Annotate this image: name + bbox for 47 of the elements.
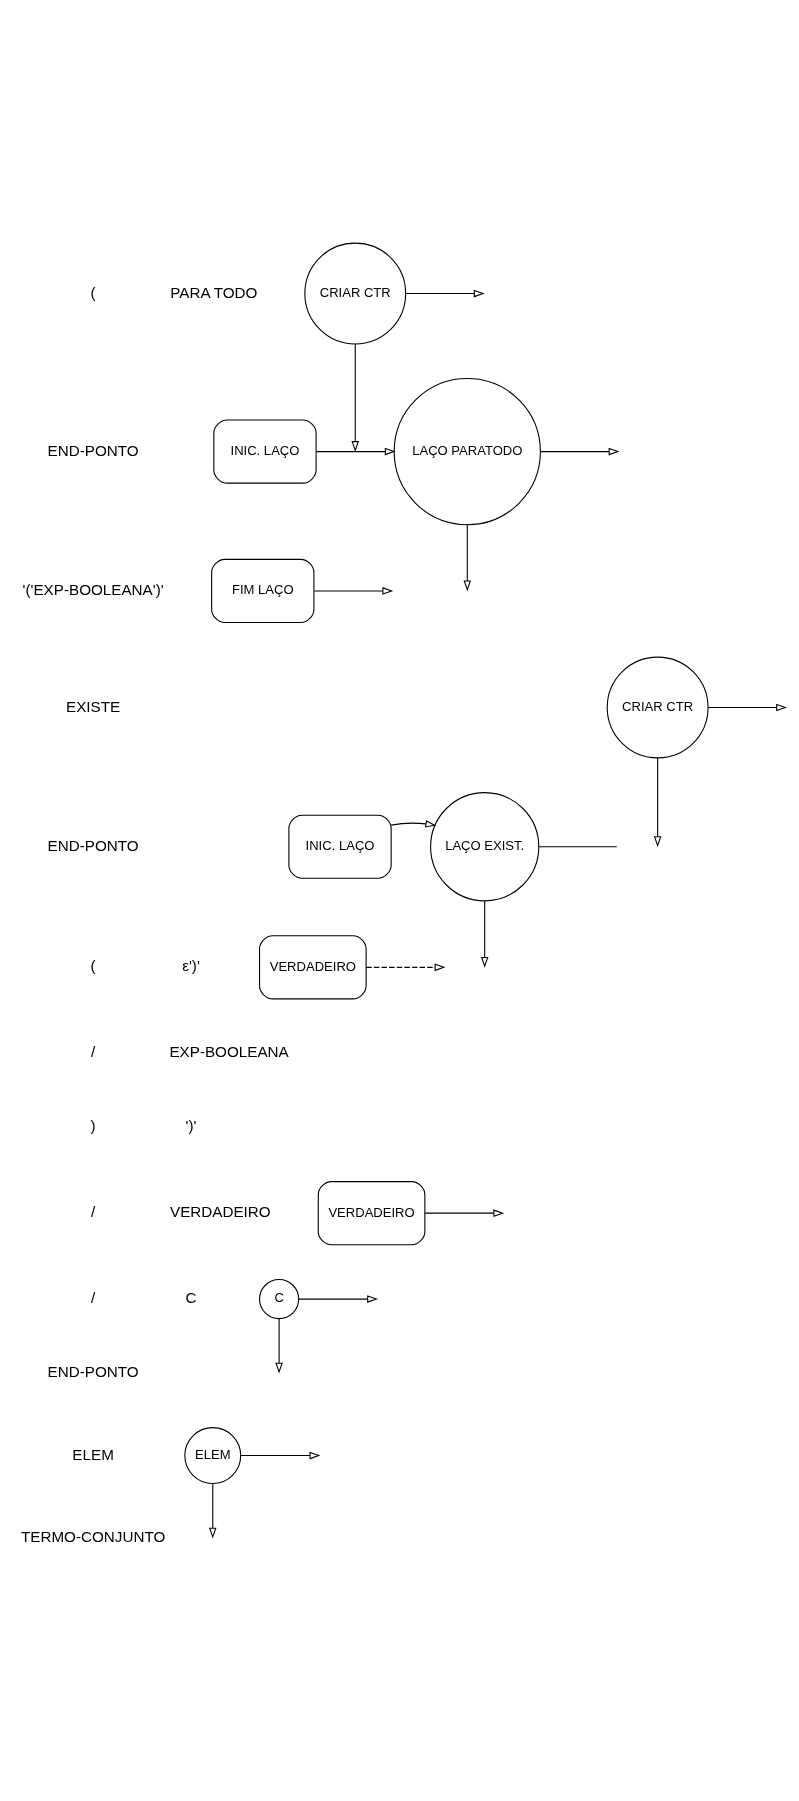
label: ) <box>90 1117 96 1135</box>
node-circle: CRIAR CTR <box>606 656 709 759</box>
arrow <box>351 343 360 452</box>
arrow <box>707 703 788 712</box>
connector <box>538 846 618 848</box>
node-circle: C <box>259 1278 300 1320</box>
label: ( <box>90 957 96 975</box>
arrow <box>463 524 472 592</box>
node-circle: LAÇO PARATODO <box>393 377 541 526</box>
arrow <box>365 963 446 972</box>
label: ε')' <box>182 957 200 975</box>
label: END-PONTO <box>47 441 139 459</box>
arrow <box>298 1295 379 1303</box>
arrow <box>424 1209 505 1217</box>
label: ( <box>90 283 96 301</box>
arrow <box>313 587 394 595</box>
label: '('EXP-BOOLEANA')' <box>22 580 164 598</box>
arrow <box>390 820 437 828</box>
arrow <box>480 900 489 968</box>
label: PARA TODO <box>170 283 258 301</box>
node-circle: CRIAR CTR <box>304 242 407 345</box>
arrow <box>316 447 396 456</box>
node-circle: LAÇO EXIST. <box>430 792 540 902</box>
arrow <box>653 757 662 848</box>
label: END-PONTO <box>47 836 139 854</box>
label: ELEM <box>72 1445 114 1463</box>
node-box: INIC. LAÇO <box>288 814 392 879</box>
label: EXISTE <box>66 697 121 715</box>
label: / <box>90 1043 96 1061</box>
node-circle: ELEM <box>184 1427 242 1485</box>
label: ')' <box>185 1117 197 1135</box>
label: / <box>90 1289 96 1307</box>
label: C <box>185 1289 197 1307</box>
label: / <box>90 1203 96 1221</box>
label: EXP-BOOLEANA <box>169 1043 289 1061</box>
node-box: VERDADEIRO <box>317 1181 426 1246</box>
arrow <box>275 1318 283 1374</box>
node-box: FIM LAÇO <box>211 558 315 623</box>
arrow <box>208 1483 217 1539</box>
label: TERMO-CONJUNTO <box>20 1528 166 1546</box>
label: VERDADEIRO <box>170 1203 271 1221</box>
arrow <box>405 289 485 298</box>
label: END-PONTO <box>47 1363 139 1381</box>
node-box: VERDADEIRO <box>259 935 367 1000</box>
arrow <box>539 447 620 456</box>
node-box: INIC. LAÇO <box>213 419 317 484</box>
arrow <box>240 1451 321 1460</box>
